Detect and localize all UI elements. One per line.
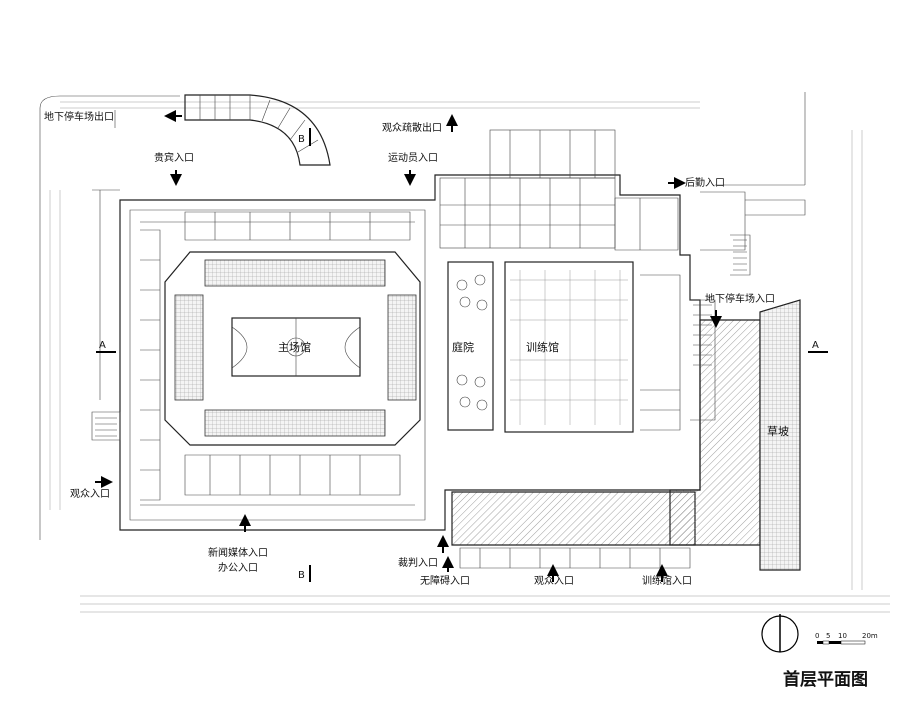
training-entrance-label: 训练馆入口 (642, 574, 692, 587)
referee-entrance: 裁判入口 (398, 535, 449, 569)
training-hall-label: 训练馆 (526, 340, 559, 354)
logistics-entrance-label: 后勤入口 (685, 176, 725, 189)
section-label-a-right: A (812, 340, 819, 351)
top-dimension-line (60, 101, 700, 109)
courtyard-label: 庭院 (452, 340, 474, 354)
athlete-entrance-label: 运动员入口 (388, 152, 438, 164)
grass-slope (669, 299, 801, 571)
scale-label-20m: 20m (862, 632, 878, 640)
vip-entrance: 贵宾入口 (154, 151, 194, 186)
courtyard (447, 261, 494, 431)
left-stair (91, 411, 121, 441)
plan-title: 首层平面图 (783, 669, 868, 690)
scale-bar: 0 5 10 20m (815, 632, 878, 645)
grass-slope-label: 草坡 (767, 425, 789, 438)
section-marker-b-top: B (298, 128, 311, 146)
underground-exit-label: 地下停车场出口 (44, 110, 114, 123)
spectator-entrance-left: 观众入口 (70, 476, 113, 500)
vip-entrance-label: 贵宾入口 (154, 151, 194, 164)
spectator-evac-exit: 观众疏散出口 (382, 114, 458, 134)
right-dimension-line (851, 130, 863, 590)
site-boundary (39, 92, 806, 540)
section-marker-a-left: A (96, 340, 116, 353)
training-hall (504, 261, 681, 433)
spectator-entrance-bottom: 观众入口 (534, 564, 574, 587)
press-office-entrance: 新闻媒体入口 办公入口 (208, 514, 268, 574)
accessible-entrance-label: 无障碍入口 (420, 574, 470, 587)
logistics-entrance: 后勤入口 (668, 176, 725, 189)
underground-entrance: 地下停车场入口 (705, 292, 775, 328)
referee-entrance-label: 裁判入口 (398, 556, 438, 569)
main-hall-label: 主场馆 (278, 340, 311, 354)
section-label-b-top: B (298, 134, 305, 145)
spectator-entrance-left-label: 观众入口 (70, 488, 110, 500)
service-block (439, 129, 679, 251)
section-label-a-left: A (99, 340, 106, 351)
accessible-entrance: 无障碍入口 (420, 556, 470, 587)
logistics-area (700, 191, 806, 276)
section-marker-a-right: A (808, 340, 828, 353)
left-dimension-line (49, 190, 61, 510)
bottom-dimension-line (80, 595, 890, 613)
main-hall (164, 251, 421, 446)
scale-label-0: 0 (815, 632, 819, 640)
exit-ramp (184, 94, 331, 166)
scale-label-5: 5 (826, 632, 830, 640)
scale-label-10: 10 (838, 632, 847, 640)
section-marker-b-bottom: B (298, 565, 311, 582)
athlete-entrance: 运动员入口 (388, 152, 438, 186)
north-arrow (761, 614, 799, 653)
underground-exit-entrance: 地下停车场出口 (44, 110, 182, 123)
press-entrance-label: 新闻媒体入口 (208, 546, 268, 559)
inner-rooms (140, 211, 411, 501)
training-entrance: 训练馆入口 (642, 564, 692, 587)
office-entrance-label: 办公入口 (218, 561, 258, 574)
spectator-entrance-bottom-label: 观众入口 (534, 575, 574, 587)
underground-entrance-label: 地下停车场入口 (705, 292, 775, 305)
terrace (451, 491, 696, 569)
spectator-evac-exit-label: 观众疏散出口 (382, 121, 442, 134)
section-label-b-bottom: B (298, 570, 305, 581)
building-outline (119, 174, 701, 531)
